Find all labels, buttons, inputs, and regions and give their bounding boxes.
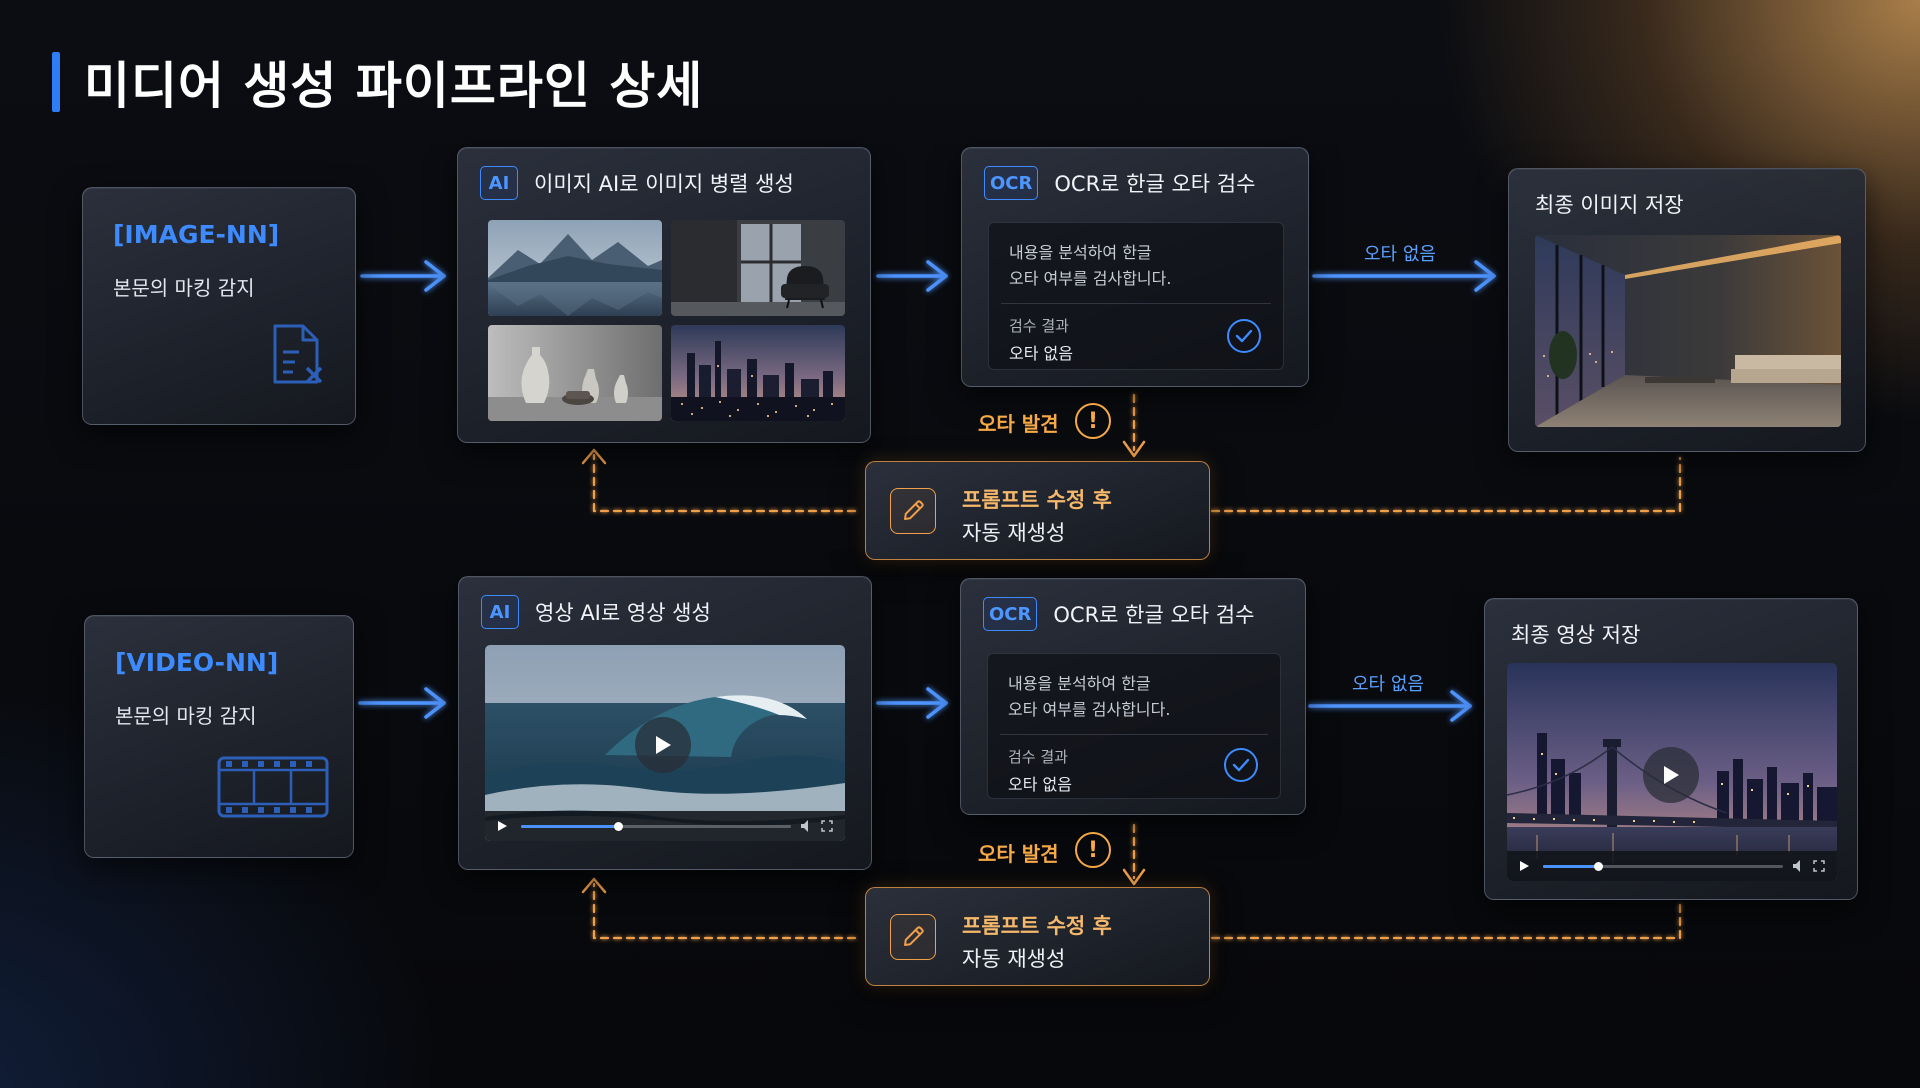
divider xyxy=(1001,303,1271,304)
result-label: 검수 결과 xyxy=(1008,748,1068,766)
play-button[interactable] xyxy=(635,717,691,773)
progress-fill xyxy=(521,825,619,828)
card-header: AI 영상 AI로 영상 생성 xyxy=(481,595,711,629)
check-circle-icon xyxy=(1224,748,1258,782)
document-x-icon xyxy=(273,324,323,384)
progress-fill xyxy=(1543,865,1599,868)
ocr-badge: OCR xyxy=(983,597,1038,631)
ocr-label: OCR로 한글 오타 검수 xyxy=(1053,603,1255,627)
divider xyxy=(1000,734,1268,735)
fullscreen-icon[interactable] xyxy=(821,820,833,832)
progress-track[interactable] xyxy=(521,822,791,831)
ocr-card-image: OCR OCR로 한글 오타 검수 내용을 분석하여 한글 오타 여부를 검사합… xyxy=(961,147,1309,387)
ocr-label: OCR로 한글 오타 검수 xyxy=(1054,172,1256,196)
arrow-source-to-generate-2 xyxy=(358,687,446,719)
final-card-video: 최종 영상 저장 xyxy=(1484,598,1858,900)
page-title: 미디어 생성 파이프라인 상세 xyxy=(84,57,704,115)
arrow-source-to-generate-1 xyxy=(360,260,446,292)
ocr-card-video: OCR OCR로 한글 오타 검수 내용을 분석하여 한글 오타 여부를 검사합… xyxy=(960,578,1306,815)
fix-line-2: 자동 재생성 xyxy=(962,521,1066,545)
source-description: 본문의 마킹 감지 xyxy=(115,704,257,728)
title-accent-bar xyxy=(52,52,60,112)
final-label: 최종 영상 저장 xyxy=(1511,623,1641,647)
error-arrowheads-1 xyxy=(581,440,1146,465)
ocr-description-line-1: 내용을 분석하여 한글 xyxy=(1008,674,1151,693)
source-tag: [IMAGE-NN] xyxy=(113,220,280,249)
generate-label: 이미지 AI로 이미지 병렬 생성 xyxy=(534,172,794,196)
thumbnail-city-skyline[interactable] xyxy=(671,325,845,421)
video-controls xyxy=(1507,851,1837,881)
video-player[interactable] xyxy=(485,645,845,841)
ocr-description-line-2: 오타 여부를 검사합니다. xyxy=(1009,269,1172,288)
fix-card-image: 프롬프트 수정 후 자동 재생성 xyxy=(865,461,1210,560)
final-video-player[interactable] xyxy=(1507,663,1837,881)
no-typo-label: 오타 없음 xyxy=(1352,674,1424,695)
pencil-icon xyxy=(890,914,936,960)
thumbnail-ceramic-vases[interactable] xyxy=(488,325,662,421)
thumbnail-lake-mountains[interactable] xyxy=(488,220,662,316)
fix-line-1: 프롬프트 수정 후 xyxy=(962,488,1112,512)
thumbnail-armchair-room[interactable] xyxy=(671,220,845,316)
warning-icon: ! xyxy=(1075,832,1111,868)
final-label: 최종 이미지 저장 xyxy=(1535,193,1684,217)
generate-card-video: AI 영상 AI로 영상 생성 xyxy=(458,576,872,870)
source-tag: [VIDEO-NN] xyxy=(115,648,279,677)
ocr-description-line-1: 내용을 분석하여 한글 xyxy=(1009,243,1152,262)
volume-icon[interactable] xyxy=(1793,860,1805,872)
card-header: OCR OCR로 한글 오타 검수 xyxy=(983,597,1254,631)
pencil-icon xyxy=(890,488,936,534)
ocr-detail-panel: 내용을 분석하여 한글 오타 여부를 검사합니다. 검수 결과 오타 없음 xyxy=(987,653,1281,799)
ai-badge: AI xyxy=(480,166,518,200)
result-label: 검수 결과 xyxy=(1009,317,1069,335)
fix-line-1: 프롬프트 수정 후 xyxy=(962,914,1112,938)
arrow-ocr-to-final-2 xyxy=(1308,690,1472,722)
card-header: AI 이미지 AI로 이미지 병렬 생성 xyxy=(480,166,794,200)
play-button[interactable] xyxy=(1643,747,1699,803)
arrow-ocr-to-final-1 xyxy=(1312,260,1496,292)
progress-knob[interactable] xyxy=(1594,862,1604,871)
result-value: 오타 없음 xyxy=(1008,775,1072,794)
typo-found-label: 오타 발견 xyxy=(978,842,1059,866)
final-image-living-room[interactable] xyxy=(1535,235,1841,427)
fix-line-2: 자동 재생성 xyxy=(962,947,1066,971)
progress-knob[interactable] xyxy=(614,822,624,831)
no-typo-label: 오타 없음 xyxy=(1364,244,1436,265)
card-header: OCR OCR로 한글 오타 검수 xyxy=(984,166,1255,200)
final-card-image: 최종 이미지 저장 xyxy=(1508,168,1866,452)
play-small-icon[interactable] xyxy=(1519,861,1529,871)
film-strip-icon xyxy=(217,756,329,818)
result-value: 오타 없음 xyxy=(1009,344,1073,363)
ocr-description-line-2: 오타 여부를 검사합니다. xyxy=(1008,700,1171,719)
arrow-generate-to-ocr-2 xyxy=(876,687,948,719)
check-circle-icon xyxy=(1227,319,1261,353)
generate-card-image: AI 이미지 AI로 이미지 병렬 생성 xyxy=(457,147,871,443)
source-description: 본문의 마킹 감지 xyxy=(113,276,255,300)
video-controls xyxy=(485,811,845,841)
source-card-video: [VIDEO-NN] 본문의 마킹 감지 xyxy=(84,615,354,858)
ocr-detail-panel: 내용을 분석하여 한글 오타 여부를 검사합니다. 검수 결과 오타 없음 xyxy=(988,222,1284,370)
ocr-badge: OCR xyxy=(984,166,1039,200)
volume-icon[interactable] xyxy=(801,820,813,832)
generate-label: 영상 AI로 영상 생성 xyxy=(535,601,711,625)
source-card-image: [IMAGE-NN] 본문의 마킹 감지 xyxy=(82,187,356,425)
typo-found-label: 오타 발견 xyxy=(978,412,1059,436)
fix-card-video: 프롬프트 수정 후 자동 재생성 xyxy=(865,887,1210,986)
warning-icon: ! xyxy=(1075,403,1111,439)
ai-badge: AI xyxy=(481,595,519,629)
progress-track[interactable] xyxy=(1543,862,1783,871)
fullscreen-icon[interactable] xyxy=(1813,860,1825,872)
play-small-icon[interactable] xyxy=(497,821,507,831)
arrow-generate-to-ocr-1 xyxy=(876,260,948,292)
